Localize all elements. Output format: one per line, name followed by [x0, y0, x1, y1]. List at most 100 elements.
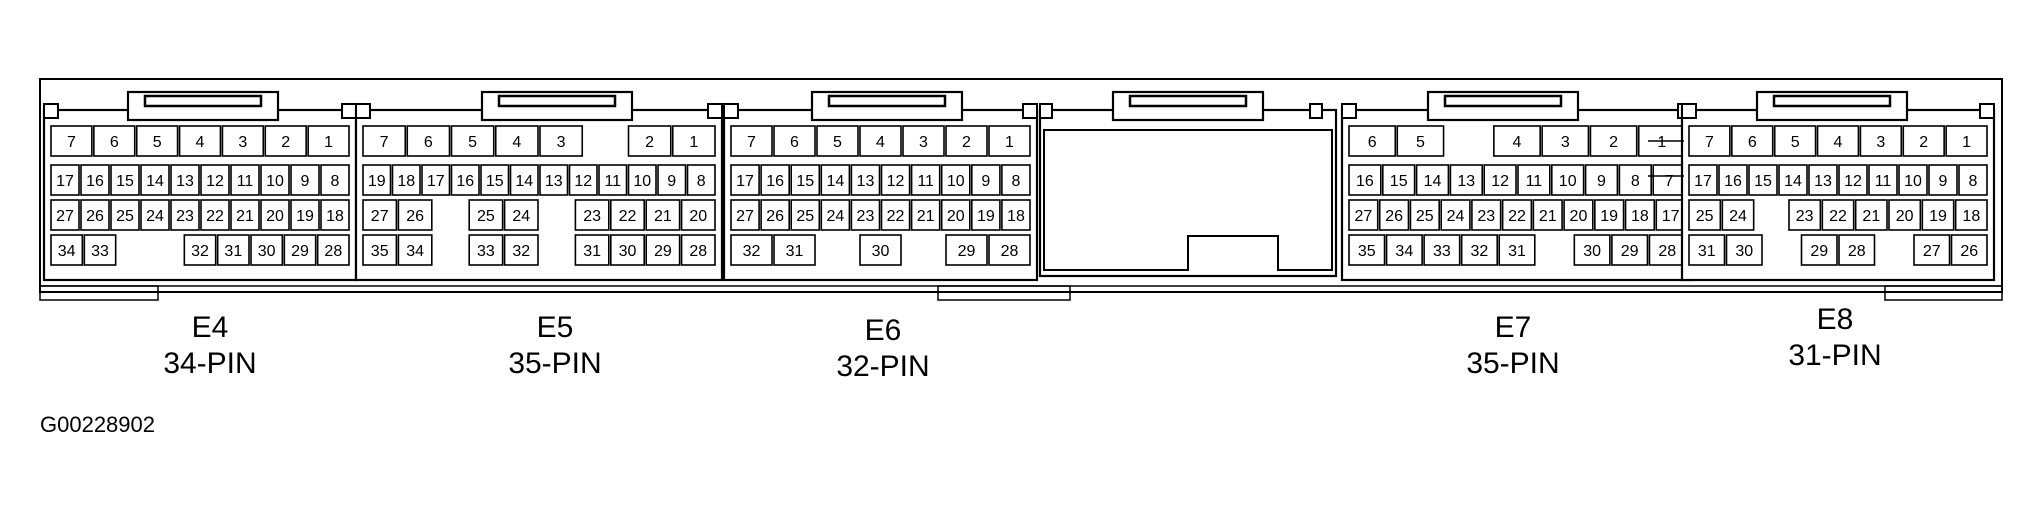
connector-e6-label: E6 32-PIN: [783, 313, 983, 385]
pin-number: 15: [1754, 173, 1772, 190]
pin-cell: [1378, 199, 1410, 231]
pin-number: 16: [1356, 173, 1374, 190]
pin-number: 18: [1631, 208, 1649, 225]
pin-number: 4: [1834, 134, 1843, 151]
pin-cell: [178, 125, 222, 157]
ear-left: [43, 103, 59, 119]
pin-number: 23: [1477, 208, 1495, 225]
pin-cell: [1396, 125, 1445, 157]
pin-number: 22: [1829, 208, 1847, 225]
pin-cell: [988, 234, 1031, 266]
pin-cell: [1611, 234, 1649, 266]
pin-cell: [230, 164, 260, 196]
pin-number: 19: [1600, 208, 1618, 225]
pin-cell: [1748, 164, 1778, 196]
pin-cell: [1688, 234, 1726, 266]
pin-cell: [260, 164, 290, 196]
pin-number: 6: [790, 134, 799, 151]
ear-left: [723, 103, 739, 119]
pin-cell: [221, 125, 265, 157]
pin-number: 17: [427, 173, 445, 190]
pin-cell: [320, 164, 350, 196]
pin-number: 23: [1796, 208, 1814, 225]
pin-cell: [1902, 125, 1945, 157]
pin-cell: [362, 164, 392, 196]
connector-id: E5: [536, 311, 574, 344]
pin-cell: [406, 125, 451, 157]
pin-number: 24: [1447, 208, 1465, 225]
pin-cell: [816, 125, 859, 157]
pin-number: 2: [962, 134, 971, 151]
pin-number: 7: [67, 134, 76, 151]
pin-number: 4: [1513, 134, 1522, 151]
pin-number: 25: [477, 208, 495, 225]
pin-number: 25: [1416, 208, 1434, 225]
pin-number: 1: [1657, 134, 1666, 151]
pin-cell: [1618, 164, 1653, 196]
base-tab-left: [39, 285, 159, 301]
connector-e8-label: E8 31-PIN: [1735, 302, 1935, 374]
pin-cell: [1423, 234, 1461, 266]
pin-cell: [307, 125, 350, 157]
pin-cell: [773, 125, 816, 157]
pin-cell: [686, 164, 716, 196]
blank-connector-face: [1043, 129, 1333, 271]
pin-cell: [170, 199, 200, 231]
pin-cell: [468, 199, 504, 231]
pin-number: 6: [1748, 134, 1757, 151]
pin-number: 13: [545, 173, 563, 190]
pin-cell: [50, 234, 84, 266]
pin-number: 15: [1390, 173, 1408, 190]
pin-cell: [730, 125, 773, 157]
pin-cell: [671, 125, 716, 157]
pin-number: 27: [56, 208, 74, 225]
pin-cell: [1888, 199, 1922, 231]
pin-number: 21: [236, 208, 254, 225]
pin-number: 18: [1007, 208, 1025, 225]
pin-cell: [93, 125, 136, 157]
pin-number: 32: [512, 243, 530, 260]
pin-cell: [320, 199, 350, 231]
pin-number: 10: [633, 173, 651, 190]
pin-number: 29: [958, 243, 976, 260]
pin-number: 24: [826, 208, 844, 225]
pin-cell: [80, 164, 110, 196]
pin-number: 17: [1694, 173, 1712, 190]
pin-number: 24: [1729, 208, 1747, 225]
pin-cell: [574, 199, 610, 231]
pin-number: 15: [486, 173, 504, 190]
pin-cell: [1688, 199, 1722, 231]
ear-left: [1341, 103, 1357, 119]
pin-cell: [945, 125, 988, 157]
pin-cell: [760, 199, 790, 231]
pin-number: 12: [1491, 173, 1509, 190]
pin-number: 28: [1848, 243, 1866, 260]
pin-cell: [200, 164, 230, 196]
pin-cell: [609, 234, 645, 266]
pin-cell: [790, 164, 821, 196]
pin-number: 5: [468, 134, 477, 151]
pin-cell: [1898, 164, 1928, 196]
pin-number: 21: [1539, 208, 1557, 225]
pin-number: 21: [654, 208, 672, 225]
pin-cell: [645, 234, 681, 266]
pin-number: 23: [583, 208, 601, 225]
pin-number: 24: [146, 208, 164, 225]
pin-cell: [1950, 234, 1988, 266]
pin-cell: [494, 125, 539, 157]
pin-cell: [1838, 234, 1876, 266]
pin-cell: [1563, 199, 1594, 231]
pin-cell: [135, 125, 179, 157]
pin-number: 35: [371, 243, 389, 260]
pin-number: 14: [1784, 173, 1802, 190]
pin-number: 4: [876, 134, 885, 151]
pin-number: 11: [237, 173, 254, 190]
pin-number: 13: [1814, 173, 1832, 190]
pin-cell: [680, 234, 716, 266]
pin-number: 32: [191, 243, 209, 260]
blank-ear-left: [1039, 103, 1053, 119]
pin-number: 35: [1358, 243, 1376, 260]
pin-cell: [627, 125, 672, 157]
pin-cell: [988, 125, 1031, 157]
